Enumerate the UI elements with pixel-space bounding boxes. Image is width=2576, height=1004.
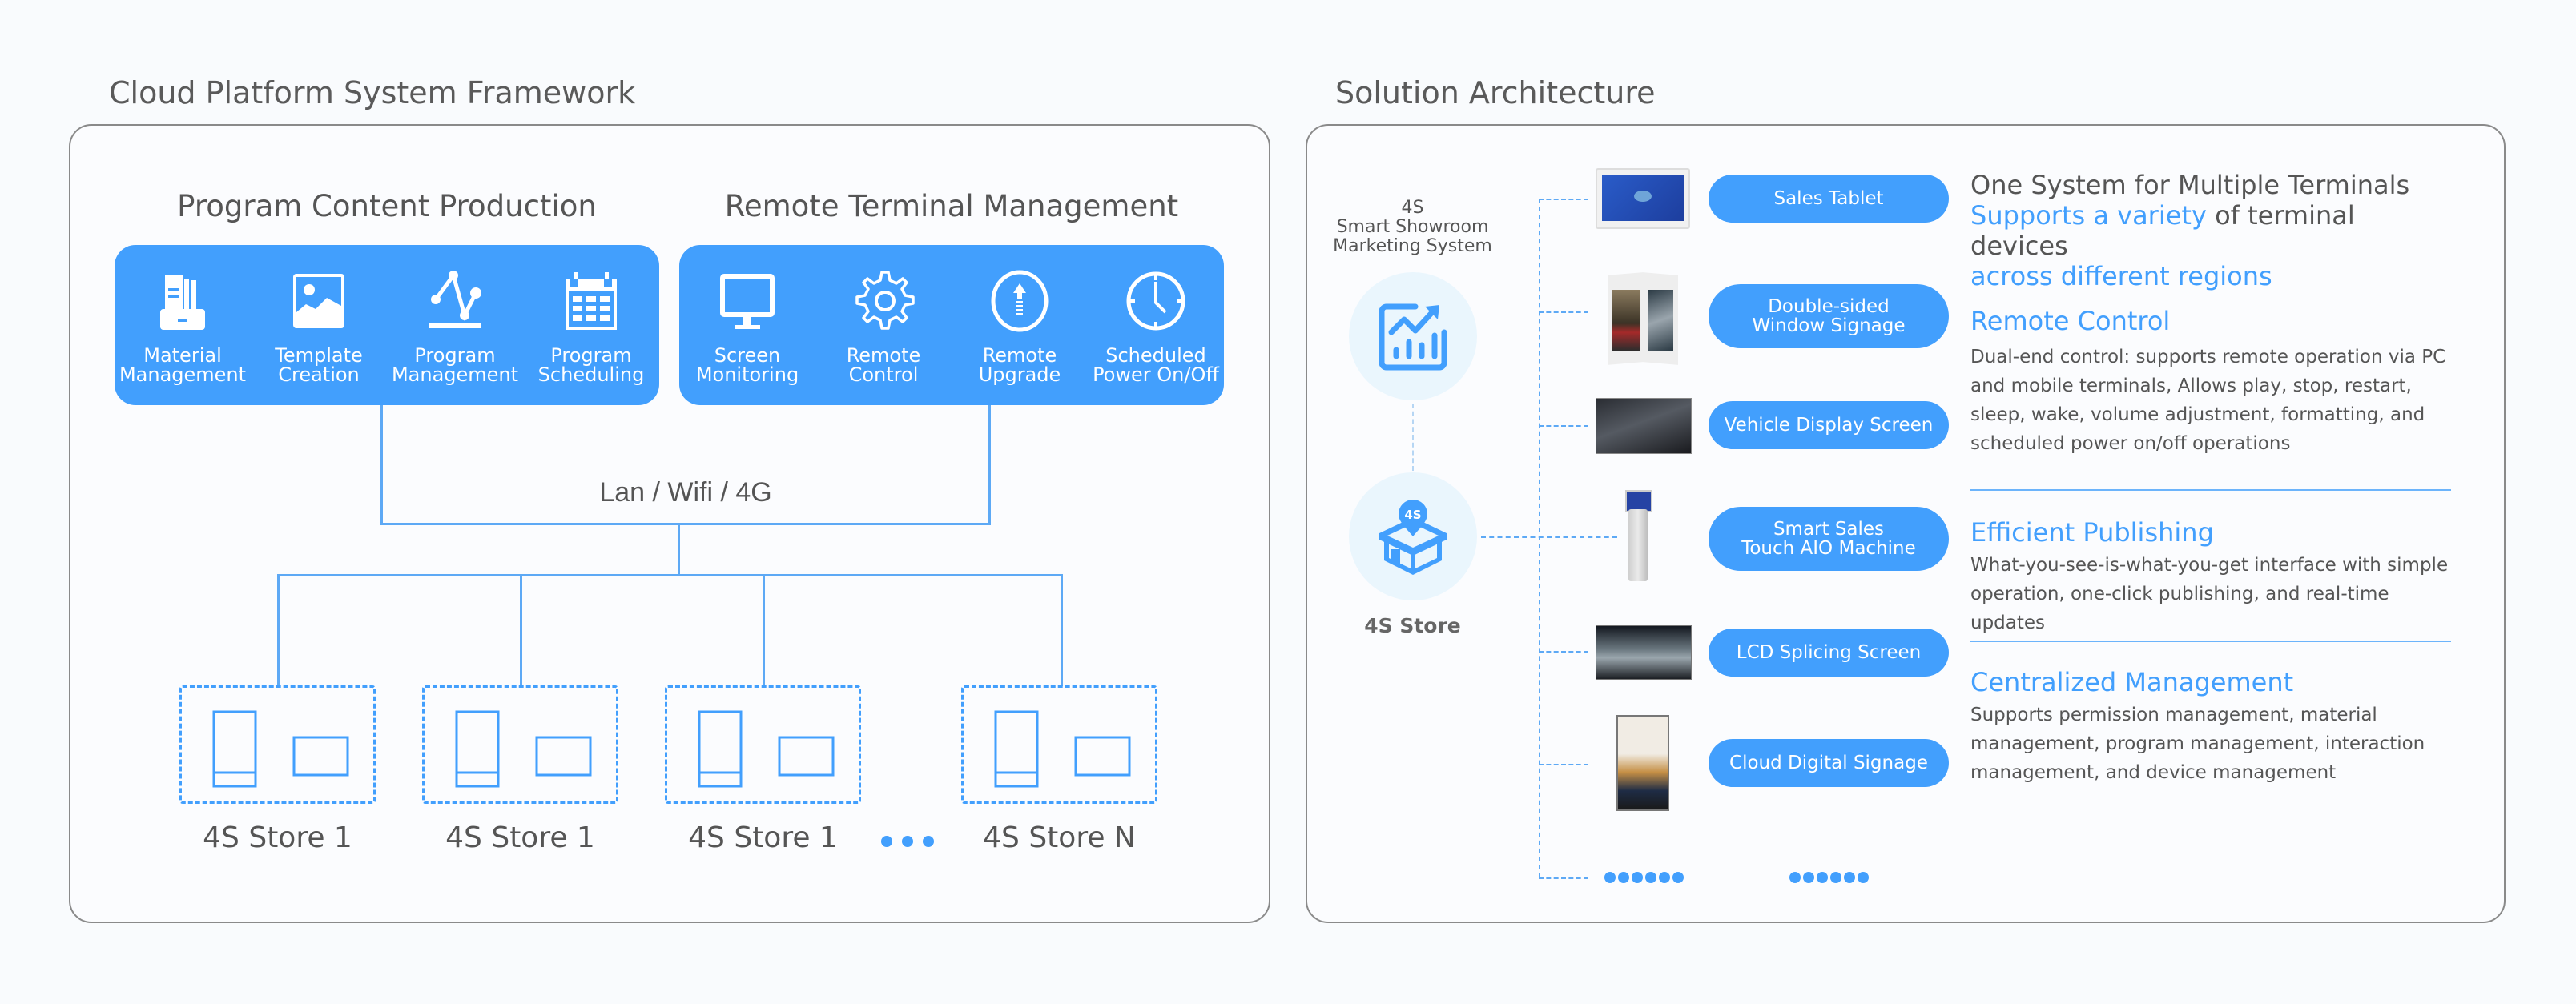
divider <box>1970 489 2451 491</box>
right-section-title: Solution Architecture <box>1335 75 1656 110</box>
connector-line <box>988 405 991 525</box>
headline-blue-c: across different regions <box>1970 261 2272 291</box>
content-production-box: Material Management Template Creation Pr… <box>115 245 659 405</box>
divider <box>1970 641 2451 642</box>
terminal-pill-lcd-splicing[interactable]: LCD Splicing Screen <box>1709 629 1949 677</box>
terminal-pill-window-signage[interactable]: Double-sided Window Signage <box>1709 284 1949 348</box>
store-4s-icon: 4S <box>1379 500 1447 575</box>
feature-centralized-management-section: Centralized Management Supports permissi… <box>1970 667 2451 787</box>
window-signage-image <box>1604 264 1681 367</box>
terminal-pill-touch-kiosk[interactable]: Smart Sales Touch AIO Machine <box>1709 507 1949 571</box>
feature-material-management[interactable]: Material Management <box>119 269 247 384</box>
feature-remote-control-section: Remote Control Dual-end control: support… <box>1970 306 2451 458</box>
connector-line <box>1539 425 1588 427</box>
left-section-title: Cloud Platform System Framework <box>109 75 636 110</box>
feature-label: Remote Control <box>846 344 921 386</box>
headline: One System for Multiple Terminals Suppor… <box>1970 170 2451 291</box>
remote-terminal-box: Screen Monitoring Remote Control Remote … <box>679 245 1224 405</box>
group-title-remote-terminal: Remote Terminal Management <box>724 189 1179 223</box>
feature-label: Screen Monitoring <box>695 344 799 386</box>
store-box[interactable] <box>422 685 618 804</box>
feature-label: Program Management <box>391 344 519 386</box>
store-badge: 4S <box>1404 508 1421 522</box>
gear-icon <box>855 271 915 330</box>
network-label: Lan / Wifi / 4G <box>599 477 772 508</box>
section-text: Dual-end control: supports remote operat… <box>1970 347 2446 454</box>
ellipsis-icon <box>881 836 934 847</box>
monitor-icon <box>720 274 775 329</box>
feature-remote-upgrade[interactable]: Remote Upgrade <box>956 269 1084 384</box>
feature-label: Scheduled Power On/Off <box>1093 344 1219 386</box>
store-circle: 4S <box>1349 472 1477 600</box>
connector-line <box>380 523 991 525</box>
connector-line <box>520 574 522 686</box>
connector-line <box>1061 574 1063 686</box>
feature-label: Program Scheduling <box>537 344 645 386</box>
section-text: What-you-see-is-what-you-get interface w… <box>1970 555 2449 633</box>
section-title: Centralized Management <box>1970 667 2294 697</box>
connector-line <box>1412 404 1414 471</box>
calendar-icon <box>566 272 617 330</box>
connector-line <box>380 405 383 525</box>
feature-label: Material Management <box>119 344 247 386</box>
terminal-pill-vehicle-display[interactable]: Vehicle Display Screen <box>1709 401 1949 449</box>
connector-line <box>1539 199 1588 200</box>
system-circle <box>1349 272 1477 400</box>
image-icon <box>293 274 344 328</box>
headline-gray-b: of terminal devices <box>1970 200 2355 261</box>
system-label: 4S Smart Showroom Marketing System <box>1333 198 1492 256</box>
feature-label: Template Creation <box>275 344 363 386</box>
group-title-content-production: Program Content Production <box>177 189 597 223</box>
digital-signage-image <box>1616 715 1669 811</box>
section-title: Remote Control <box>1970 306 2171 336</box>
connector-line <box>678 523 680 576</box>
clock-icon <box>1126 271 1185 331</box>
connector-line <box>1539 764 1588 765</box>
more-terminals-icon <box>1789 872 1869 883</box>
connector-line <box>1539 651 1588 653</box>
terminal-pill-sales-tablet[interactable]: Sales Tablet <box>1709 175 1949 223</box>
touch-kiosk-image <box>1619 487 1654 584</box>
connector-line <box>1481 536 1617 538</box>
feature-scheduled-power[interactable]: Scheduled Power On/Off <box>1092 269 1220 384</box>
feature-template-creation[interactable]: Template Creation <box>255 269 383 384</box>
store-devices-icon <box>994 710 1131 788</box>
connector-line <box>277 574 1063 576</box>
store-name: 4S Store 1 <box>688 821 838 854</box>
more-devices-icon <box>1604 872 1684 883</box>
connector-line <box>763 574 765 686</box>
headline-line1: One System for Multiple Terminals <box>1970 170 2410 200</box>
chart-growth-icon <box>1379 303 1447 371</box>
vehicle-display-image <box>1596 398 1692 454</box>
store-box[interactable] <box>179 685 376 804</box>
sales-tablet-image <box>1596 168 1690 229</box>
feature-program-management[interactable]: Program Management <box>391 269 519 384</box>
terminal-pill-digital-signage[interactable]: Cloud Digital Signage <box>1709 739 1949 787</box>
connector-line <box>1539 199 1540 877</box>
feature-program-scheduling[interactable]: Program Scheduling <box>527 269 655 384</box>
upload-arrow-icon <box>991 270 1049 332</box>
store-box[interactable] <box>961 685 1157 804</box>
node-graph-icon <box>429 271 481 328</box>
feature-label: Remote Upgrade <box>978 344 1061 386</box>
connector-line <box>1539 877 1588 879</box>
section-text: Supports permission management, material… <box>1970 705 2425 783</box>
store-devices-icon <box>455 710 592 788</box>
feature-efficient-publishing-section: Efficient Publishing What-you-see-is-wha… <box>1970 517 2451 637</box>
connector-line <box>277 574 280 686</box>
store-box[interactable] <box>665 685 861 804</box>
store-name: 4S Store N <box>983 821 1136 854</box>
section-title: Efficient Publishing <box>1970 517 2214 548</box>
lcd-splicing-image <box>1596 625 1692 680</box>
store-devices-icon <box>698 710 835 788</box>
store-devices-icon <box>212 710 349 788</box>
store-name: 4S Store 1 <box>203 821 352 854</box>
headline-blue-a: Supports a variety <box>1970 200 2207 231</box>
feature-remote-control[interactable]: Remote Control <box>819 269 948 384</box>
connector-line <box>1539 311 1588 313</box>
material-management-icon <box>160 275 205 330</box>
store-label: 4S Store <box>1364 614 1461 637</box>
feature-screen-monitoring[interactable]: Screen Monitoring <box>683 269 811 384</box>
store-name: 4S Store 1 <box>445 821 595 854</box>
